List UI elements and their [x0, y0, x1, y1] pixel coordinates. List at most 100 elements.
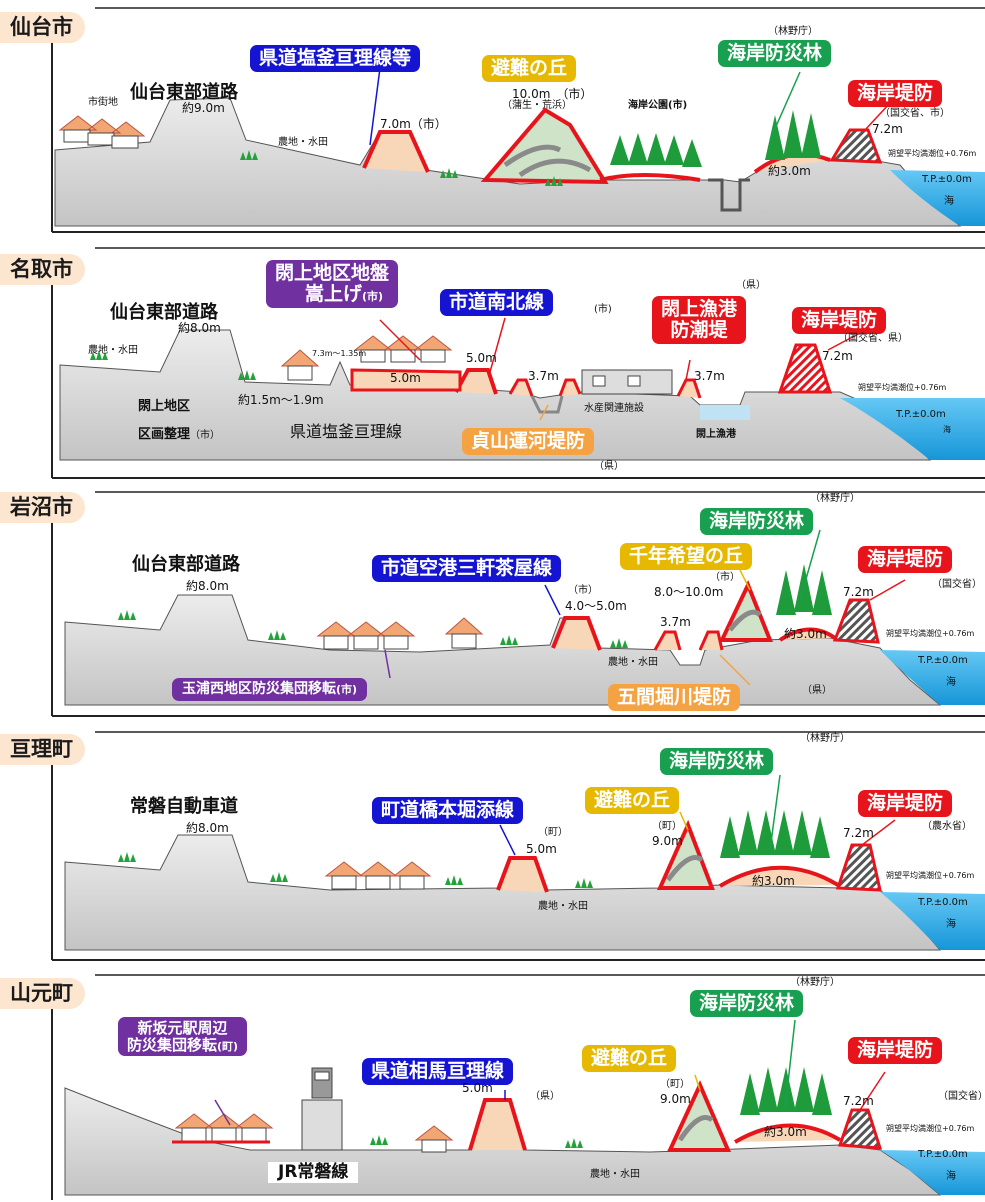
- panel-watari: [51, 731, 985, 961]
- box-dike: 海岸堤防: [848, 80, 943, 107]
- relocation-owner: (市): [336, 683, 358, 696]
- tp-label: T.P.±0.0m: [922, 174, 972, 185]
- box-dike: 海岸堤防: [858, 546, 953, 573]
- box-canal: 貞山運河堤防: [462, 428, 595, 455]
- dike-owner: （国交省、市）: [880, 108, 950, 119]
- box-raise-owner: (市): [362, 289, 384, 303]
- box-port-line1: 閖上漁港: [661, 298, 738, 320]
- road-label: 仙台東部道路: [110, 302, 218, 323]
- relocation-line1: 新坂元駅周辺: [137, 1019, 228, 1037]
- box-dike: 海岸堤防: [848, 1037, 943, 1064]
- tp-label: T.P.±0.0m: [918, 897, 968, 908]
- town-label: 市街地: [88, 97, 118, 108]
- hill-height: 9.0m: [660, 1092, 691, 1106]
- box-road-blue: 県道塩釜亘理線等: [250, 45, 421, 72]
- box-raise-line2: 嵩上げ: [305, 282, 363, 305]
- dike-height: 7.2m: [843, 1094, 874, 1108]
- kukaku-label-1: 閖上地区: [138, 399, 191, 414]
- box-hill: 避難の丘: [585, 787, 680, 814]
- relocation-text: 玉浦西地区防災集団移転: [182, 681, 336, 697]
- dike-owner: （国交省）: [938, 1091, 985, 1102]
- hill-owner: （町）: [660, 1079, 690, 1090]
- box-port-line2: 防潮堤: [670, 318, 728, 341]
- rail-label: JR常磐線: [268, 1162, 359, 1183]
- box-raise: 閖上地区地盤 嵩上げ(市): [266, 260, 399, 308]
- panel-iwanuma: [51, 491, 985, 717]
- box-forest: 海岸防災林: [718, 40, 832, 67]
- forest-owner: （林野庁）: [800, 733, 850, 744]
- canal-height: 3.7m: [660, 615, 691, 629]
- box-river: 五間堀川堤防: [608, 684, 741, 711]
- tide-label: 朔望平均満潮位+0.76m: [858, 383, 947, 392]
- road-height-2: 4.0～5.0m: [565, 599, 627, 613]
- canal-owner: （県）: [594, 461, 624, 472]
- tp-label: T.P.±0.0m: [896, 409, 946, 420]
- road2-label: 県道塩釜亘理線: [290, 422, 403, 441]
- box-forest: 海岸防災林: [690, 990, 804, 1017]
- panel-sendai: [51, 7, 985, 233]
- forest-owner: （林野庁）: [790, 977, 840, 988]
- raise-height: 約1.5m～1.9m: [238, 393, 324, 407]
- road-height-2: 7.0m（市）: [380, 117, 447, 131]
- city-label-iwanuma: 岩沼市: [0, 492, 85, 523]
- dike-owner: （国交省）: [932, 579, 982, 590]
- kukaku-owner: （市）: [190, 430, 221, 441]
- tp-label: T.P.±0.0m: [918, 1149, 968, 1160]
- sea-label: 海: [946, 919, 956, 930]
- box-road-blue: 市道空港三軒茶屋線: [372, 555, 562, 582]
- box-road-blue: 県道相馬亘理線: [362, 1058, 514, 1085]
- raise-seg-height: 5.0m: [390, 371, 421, 385]
- park-label: 海岸公園(市): [628, 100, 688, 111]
- dike-height: 7.2m: [822, 349, 853, 363]
- box-port: 閖上漁港 防潮堤: [652, 296, 747, 344]
- box-relocation: 新坂元駅周辺 防災集団移転(町): [118, 1017, 248, 1056]
- hill-owner: （町）: [652, 821, 682, 832]
- city-label-watari: 亘理町: [0, 734, 85, 765]
- forest-height: 約3.0m: [764, 1125, 807, 1139]
- dike-height: 7.2m: [872, 122, 903, 136]
- box-raise-line1: 閖上地区地盤: [275, 262, 390, 284]
- sea-label: 海: [946, 677, 956, 688]
- forest-height: 約3.0m: [752, 874, 795, 888]
- relocation-line2: 防災集団移転: [127, 1035, 218, 1054]
- box-relocation: 玉浦西地区防災集団移転(市): [172, 678, 368, 702]
- panel-natori: [51, 247, 985, 479]
- tp-label: T.P.±0.0m: [918, 655, 968, 666]
- dike-owner: （国交省、県）: [838, 333, 908, 344]
- hill-height: 8.0～10.0m: [654, 585, 724, 599]
- sea-label: 海: [946, 1171, 956, 1182]
- tide-label: 朔望平均満潮位+0.76m: [888, 149, 977, 158]
- canal-height: 3.7m: [528, 369, 559, 383]
- road-height: 約8.0m: [186, 821, 229, 835]
- box-road-owner: （市）: [568, 585, 598, 596]
- forest-height: 約3.0m: [768, 164, 811, 178]
- road-label: 仙台東部道路: [132, 554, 240, 575]
- road-height: 約8.0m: [178, 321, 221, 335]
- river-owner: （県）: [802, 685, 832, 696]
- panel-yamamoto: [51, 974, 985, 1200]
- sea-label: 海: [943, 425, 951, 434]
- farm-label: 農地・水田: [88, 345, 138, 356]
- tide-label: 朔望平均満潮位+0.76m: [886, 629, 975, 638]
- forest-owner: （林野庁）: [810, 493, 860, 504]
- tide-label: 朔望平均満潮位+0.76m: [886, 1124, 975, 1133]
- facility-label: 水産関連施設: [584, 403, 644, 414]
- hill-owner: （市）: [710, 572, 740, 583]
- box-dike: 海岸堤防: [792, 307, 887, 334]
- road-height-2: 5.0m: [466, 351, 497, 365]
- box-dike: 海岸堤防: [858, 790, 953, 817]
- hill-sub: （蒲生・荒浜）: [502, 100, 572, 111]
- dike-owner: （農水省）: [922, 821, 972, 832]
- box-forest: 海岸防災林: [660, 748, 774, 775]
- forest-owner: （林野庁）: [768, 26, 818, 37]
- port-height: 3.7m: [694, 369, 725, 383]
- box-road-owner: （県）: [530, 1091, 560, 1102]
- forest-height: 約3.0m: [784, 627, 827, 641]
- box-road-owner: (市): [594, 304, 612, 315]
- city-label-yamamoto: 山元町: [0, 978, 85, 1009]
- farm-label: 農地・水田: [278, 137, 328, 148]
- road-height-2: 5.0m: [462, 1081, 493, 1095]
- farm-label: 農地・水田: [590, 1169, 640, 1180]
- dike-height: 7.2m: [843, 826, 874, 840]
